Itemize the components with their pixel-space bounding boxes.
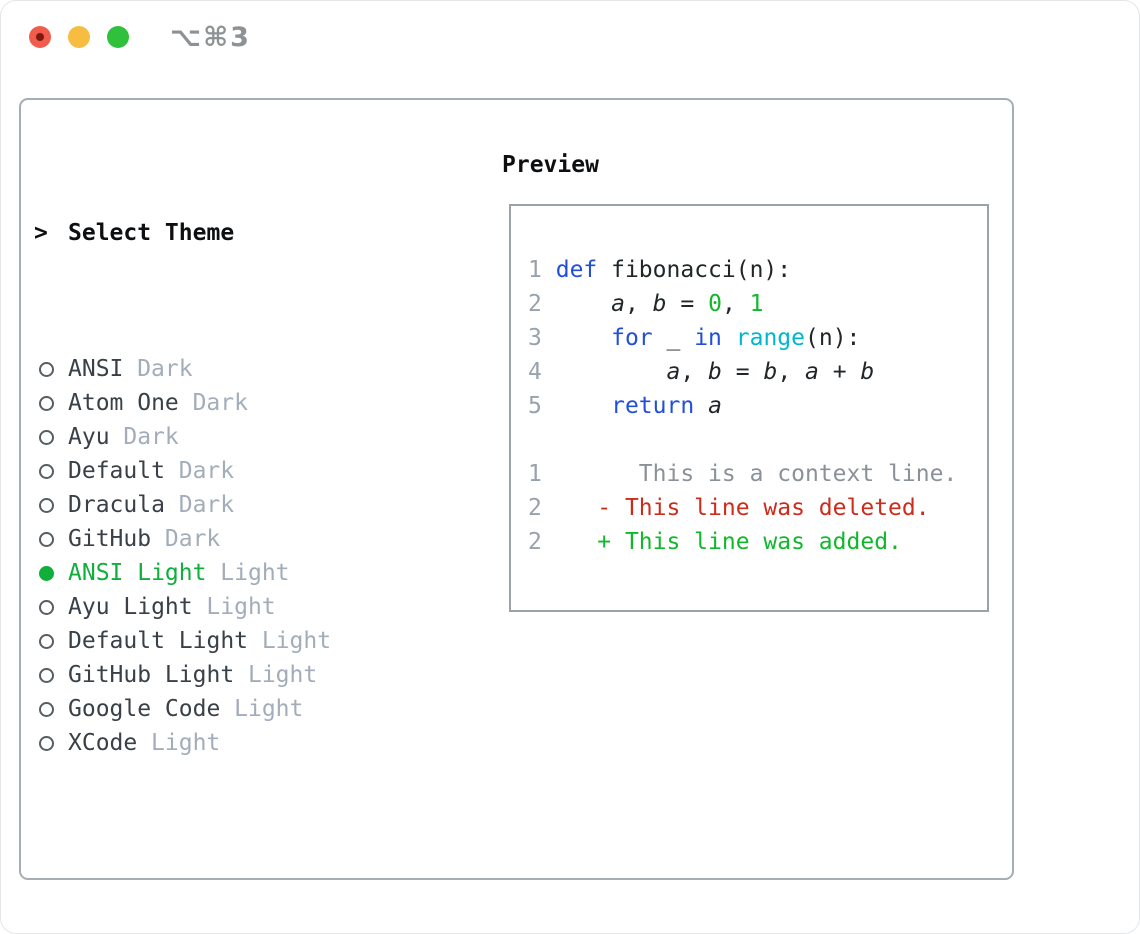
- theme-variant-tag: Dark: [178, 492, 235, 518]
- radio-icon: [34, 395, 68, 411]
- theme-variant-tag: Dark: [123, 424, 179, 450]
- theme-option-dracula-dark[interactable]: Dracula Dark: [34, 488, 427, 522]
- theme-variant-tag: Light: [206, 594, 276, 620]
- preview-title: Preview: [502, 152, 599, 178]
- radio-icon: [34, 463, 68, 479]
- theme-name: GitHub: [68, 526, 152, 552]
- theme-option-atom-one-dark[interactable]: Atom One Dark: [34, 386, 427, 420]
- preview-code-line: 5 return a: [528, 393, 722, 419]
- radio-icon: [34, 701, 68, 717]
- theme-name: Ayu Light: [68, 594, 193, 620]
- theme-option-default-light-light[interactable]: Default Light Light: [34, 624, 427, 658]
- window-controls: [29, 26, 129, 48]
- theme-variant-tag: Light: [151, 730, 221, 756]
- preview-box: 1 def fibonacci(n): 2 a, b = 0, 1 3 for _ …: [509, 204, 989, 612]
- theme-name: ANSI: [68, 356, 124, 382]
- preview-code-line: 2 a, b = 0, 1: [528, 291, 764, 317]
- theme-variant-tag: Light: [261, 628, 332, 654]
- theme-variant-tag: Light: [247, 662, 318, 688]
- theme-variant-tag: Dark: [192, 390, 248, 416]
- close-button[interactable]: [29, 26, 51, 48]
- minimize-button[interactable]: [68, 26, 90, 48]
- select-theme-header: > Select Theme: [34, 216, 427, 250]
- preview-code-line: [528, 423, 987, 457]
- radio-icon: [34, 497, 68, 513]
- theme-option-github-dark[interactable]: GitHub Dark: [34, 522, 427, 556]
- theme-name: ANSI Light: [68, 560, 207, 586]
- preview-code-line: 2 + This line was added.: [528, 529, 902, 555]
- code-preview: 1 def fibonacci(n): 2 a, b = 0, 1 3 for _ …: [511, 206, 987, 559]
- theme-name: Default Light: [68, 628, 249, 654]
- preview-code-line: 2 - This line was deleted.: [528, 495, 930, 521]
- radio-icon: [34, 735, 68, 751]
- theme-option-ansi-dark[interactable]: ANSI Dark: [34, 352, 427, 386]
- theme-name: GitHub Light: [68, 662, 235, 688]
- window-shortcut-label: ⌥⌘3: [170, 22, 251, 53]
- preview-code-line: 4 a, b = b, a + b: [528, 359, 875, 385]
- preview-code-line: 1 This is a context line.: [528, 461, 958, 487]
- radio-icon: [34, 667, 68, 683]
- theme-name: Default: [68, 458, 165, 484]
- zoom-button[interactable]: [107, 26, 129, 48]
- preview-code-line: 1 def fibonacci(n):: [528, 257, 792, 283]
- theme-option-ayu-light-light[interactable]: Ayu Light Light: [34, 590, 427, 624]
- selected-radio-icon: [34, 565, 68, 581]
- theme-name: XCode: [68, 730, 138, 756]
- theme-option-xcode-light[interactable]: XCode Light: [34, 726, 427, 760]
- theme-name: Google Code: [68, 696, 221, 722]
- theme-variant-tag: Light: [234, 696, 304, 722]
- theme-option-github-light-light[interactable]: GitHub Light Light: [34, 658, 427, 692]
- preview-code-line: 3 for _ in range(n):: [528, 325, 861, 351]
- theme-option-ayu-dark[interactable]: Ayu Dark: [34, 420, 427, 454]
- prompt-icon: >: [34, 220, 48, 246]
- theme-variant-tag: Light: [220, 560, 290, 586]
- radio-icon: [34, 361, 68, 377]
- theme-option-default-dark[interactable]: Default Dark: [34, 454, 427, 488]
- theme-variant-tag: Dark: [164, 526, 221, 552]
- theme-option-google-code-light[interactable]: Google Code Light: [34, 692, 427, 726]
- radio-icon: [34, 531, 68, 547]
- radio-icon: [34, 599, 68, 615]
- radio-icon: [34, 633, 68, 649]
- theme-variant-tag: Dark: [178, 458, 235, 484]
- theme-name: Ayu: [68, 424, 110, 450]
- theme-name: Atom One: [68, 390, 179, 416]
- theme-option-ansi-light-light[interactable]: ANSI Light Light: [34, 556, 427, 590]
- theme-variant-tag: Dark: [137, 356, 193, 382]
- spacer: [34, 862, 427, 896]
- radio-icon: [34, 429, 68, 445]
- select-theme-title: Select Theme: [68, 220, 235, 246]
- theme-name: Dracula: [68, 492, 165, 518]
